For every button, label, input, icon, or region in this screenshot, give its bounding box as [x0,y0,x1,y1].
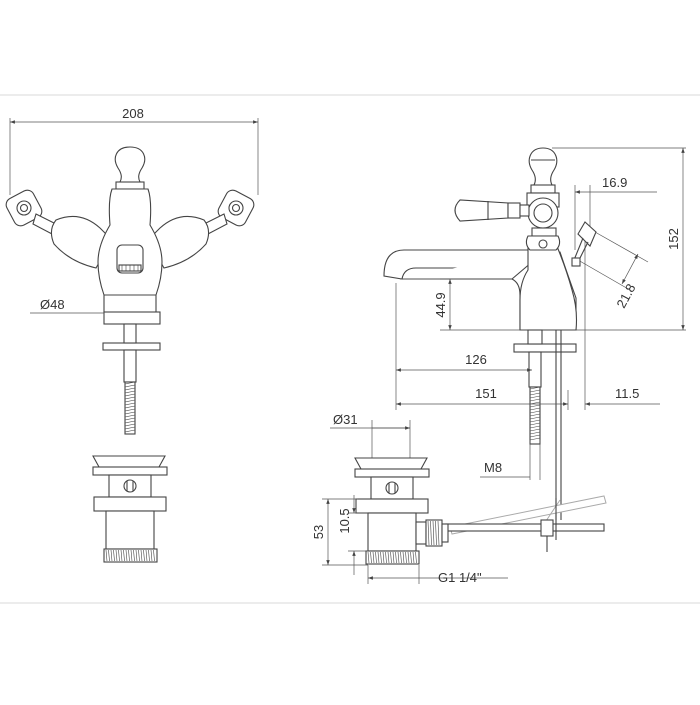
dim-151: 151 [475,386,497,401]
dim-53: 53 [311,525,326,539]
dim-m8: M8 [484,460,502,475]
side-waste [354,457,449,565]
dim-126: 126 [465,352,487,367]
dim-11-5: 11.5 [615,386,639,401]
dim-21-8: 21.8 [613,281,638,310]
right-handle [203,189,255,235]
dim-dia-31: Ø31 [333,412,358,427]
dim-208: 208 [122,106,144,121]
dim-g1-1-4: G1 1/4" [438,570,482,585]
front-waste [92,455,168,563]
dim-10-5: 10.5 [337,508,352,533]
dim-16-9: 16.9 [602,175,627,190]
left-handle [5,189,57,235]
front-view: 208 [5,106,259,563]
side-knob [528,147,558,194]
side-lever [454,199,530,222]
dim-dia-48: Ø48 [40,297,65,312]
center-knob [114,146,146,190]
dim-152: 152 [666,228,681,250]
side-view: 152 16.9 21.8 [311,147,686,585]
popup-linkage [445,495,607,552]
dim-44-9: 44.9 [433,292,448,317]
